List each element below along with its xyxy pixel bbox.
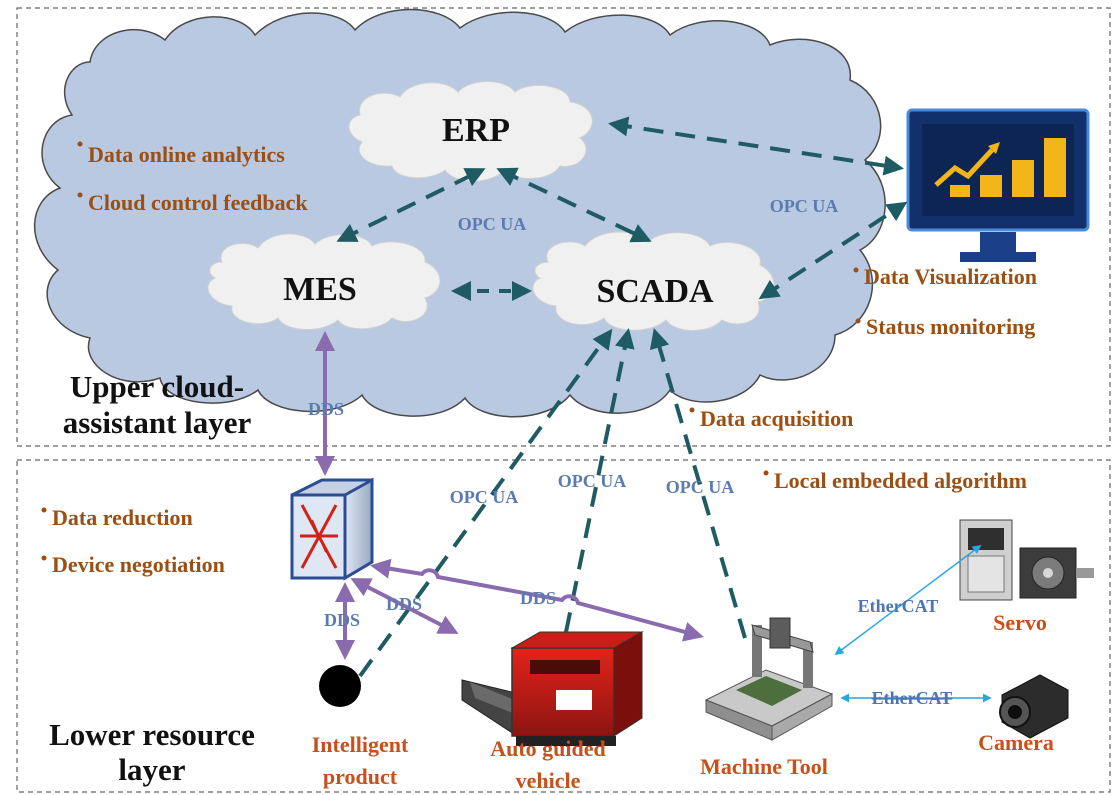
bullet-text: Local embedded algorithm (774, 468, 1027, 493)
arrow-erp-scada (496, 167, 652, 243)
upper-layer-title-line2: assistant layer (63, 405, 252, 440)
bullet-text: Device negotiation (52, 552, 225, 577)
camera-icon (999, 674, 1069, 739)
bullet-text: Data acquisition (700, 406, 853, 431)
product-label-line1: Intelligent (312, 732, 409, 757)
bullet-text: Data online analytics (88, 142, 285, 167)
product-label-line2: product (323, 764, 398, 789)
bullet-status-monitoring: Status monitoring (855, 314, 1035, 339)
bullet-data-visualization: Data Visualization (853, 264, 1037, 289)
arrow-scada-monitor (758, 201, 908, 300)
arrow-switch-machine (370, 558, 704, 642)
monitor-icon (906, 108, 1090, 262)
dds-mes-label: DDS (308, 399, 344, 419)
bullet-data-acquisition: Data acquisition (689, 406, 853, 431)
ethercat-camera-label: EtherCAT (872, 688, 953, 708)
arrow-machine-servo (834, 544, 982, 656)
opc-ua-agv-label: OPC UA (558, 471, 627, 491)
erp-label: ERP (442, 112, 510, 149)
bullet-text: Data reduction (52, 505, 193, 530)
opc-ua-machine-label: OPC UA (666, 477, 735, 497)
scada-label: SCADA (596, 273, 714, 310)
ethercat-servo-label: EtherCAT (858, 596, 939, 616)
dds-machine-label: DDS (520, 588, 556, 608)
machine-tool-label: Machine Tool (700, 754, 828, 779)
agv-label-line2: vehicle (516, 768, 581, 793)
opc-ua-visual-label: OPC UA (770, 196, 839, 216)
mes-cloud (207, 233, 441, 331)
dds-agv-label: DDS (386, 594, 422, 614)
bullet-device-negotiation: Device negotiation (41, 552, 225, 577)
lower-layer-border (16, 459, 1111, 793)
opc-ua-product-label: OPC UA (450, 487, 519, 507)
upper-layer-title-line1: Upper cloud- (70, 369, 244, 404)
lower-layer-title-line2: layer (118, 752, 185, 787)
bullet-text: Data Visualization (864, 264, 1037, 289)
ethercat-links (834, 544, 992, 703)
bullet-cloud-control-feedback: Cloud control feedback (77, 190, 308, 215)
dds-product-label: DDS (324, 610, 360, 630)
arrow-erp-monitor (608, 116, 904, 176)
bullet-data-reduction: Data reduction (41, 505, 193, 530)
agv-icon (461, 631, 644, 746)
arrow-mes-erp (336, 168, 486, 242)
erp-cloud (348, 81, 593, 182)
machine-tool-icon (704, 617, 834, 741)
servo-label: Servo (993, 610, 1047, 635)
opc-ua-cloud-label: OPC UA (458, 214, 527, 234)
bullet-local-embedded-algorithm: Local embedded algorithm (763, 468, 1027, 493)
mes-label: MES (283, 271, 357, 308)
dds-links (315, 331, 704, 660)
servo-icon (959, 519, 1094, 601)
camera-label: Camera (978, 730, 1054, 755)
bullet-text: Cloud control feedback (88, 190, 308, 215)
arrow-machine-scada (649, 328, 747, 639)
agv-label-line1: Auto guided (490, 736, 606, 761)
bullet-data-online-analytics: Data online analytics (77, 141, 285, 167)
network-switch-icon (290, 477, 374, 581)
lower-layer-title-line1: Lower resource (49, 717, 255, 752)
intelligent-product-icon (319, 665, 361, 707)
bullet-text: Status monitoring (866, 314, 1035, 339)
